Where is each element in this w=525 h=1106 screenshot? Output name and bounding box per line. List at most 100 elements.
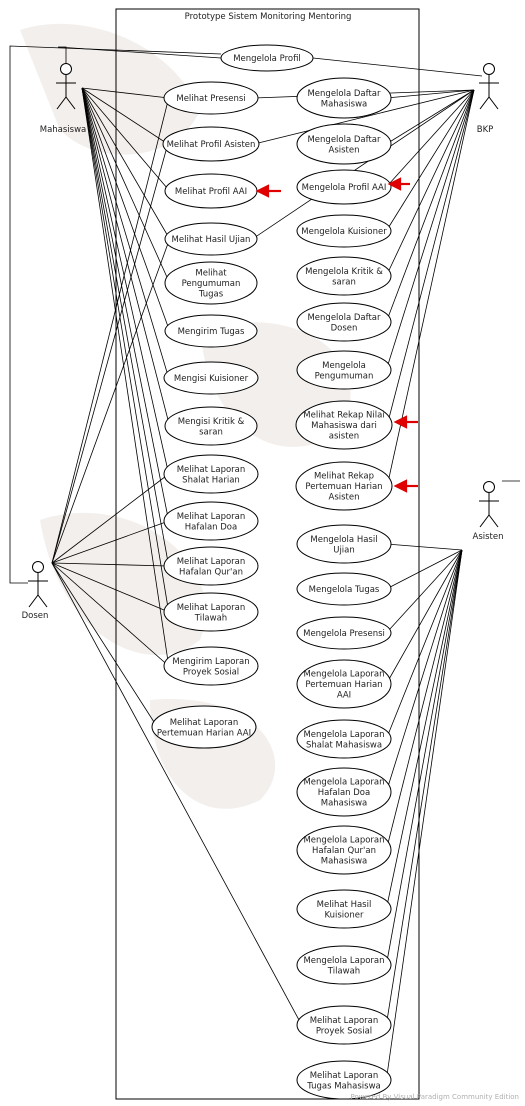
association-bkp-mengelola-kritik-saran	[385, 89, 475, 277]
use-case-ellipse	[296, 889, 392, 929]
association-mahasiswa-melihat-pengumuman-tugas	[81, 87, 170, 284]
use-case-ellipse	[163, 81, 259, 115]
association-mahasiswa-melihat-laporan-shalat	[81, 87, 170, 475]
use-case-melihat-profil-asisten[interactable]: Melihat Profil Asisten	[162, 126, 260, 162]
use-case-label: Mengelola Laporan	[303, 956, 384, 966]
association-mahasiswa-melihat-profil-aai	[81, 87, 170, 192]
actor-head-icon	[60, 63, 72, 75]
use-case-label: Mengelola Kuisioner	[301, 227, 387, 237]
use-case-label: Hafalan Qur'an	[179, 567, 243, 577]
association-mahasiswa-melihat-laporan-tilawah	[81, 87, 170, 613]
association-mahasiswa-mengisi-kuisioner	[81, 87, 170, 379]
use-case-label: Ujian	[333, 545, 355, 555]
use-case-mengelola-presensi[interactable]: Mengelola Presensi	[296, 616, 392, 650]
use-case-label: Mengelola Laporan	[303, 836, 384, 846]
use-case-ellipse	[163, 646, 259, 686]
use-case-label: Mahasiswa	[321, 857, 368, 867]
use-case-label: Mengelola Laporan	[303, 670, 384, 680]
association-dosen-melihat-laporan-proyek-sosial	[51, 562, 303, 1026]
use-case-label: Melihat Profil Asisten	[167, 140, 256, 150]
highlight-arrow-melihat-rekap-pertemuan	[393, 479, 418, 493]
actor-leg-left	[479, 96, 490, 110]
use-case-label: Mengelola Tugas	[309, 585, 380, 595]
association-bkp-mengelola-kuisioner	[385, 89, 475, 232]
use-case-ellipse	[296, 825, 392, 875]
actor-mahasiswa[interactable]: Mahasiswa	[40, 63, 87, 136]
association-mahasiswa-mengirim-laporan-proyek-sosial	[81, 87, 170, 667]
use-case-ellipse	[296, 1005, 392, 1045]
use-case-mengelola-kritik-saran[interactable]: Mengelola Kritik &saran	[296, 256, 392, 296]
association-dosen-melihat-hasil-ujian	[51, 238, 170, 564]
use-case-ellipse	[296, 1060, 392, 1100]
use-case-ellipse	[296, 77, 392, 119]
use-case-label: Pertemuan Harian AAI	[157, 728, 251, 738]
association-asisten-mengelola-laporan-hafalan-quran	[385, 549, 463, 851]
actor-leg-right	[488, 514, 499, 528]
use-case-label: Mengelola Laporan	[303, 730, 384, 740]
system-boundary	[115, 8, 420, 1100]
use-case-label: Mengelola Presensi	[303, 629, 385, 639]
use-case-melihat-profil-aai[interactable]: Melihat Profil AAI	[164, 173, 258, 209]
use-case-mengelola-profil[interactable]: Mengelola Profil	[220, 44, 314, 72]
association-asisten-mengelola-tugas	[386, 549, 463, 590]
association-asisten-melihat-laporan-proyek-sosial	[385, 549, 463, 1026]
use-case-label: Mengelola Profil	[233, 54, 301, 64]
use-case-ellipse	[296, 572, 392, 606]
use-case-mengelola-profil-aai[interactable]: Mengelola Profil AAI	[296, 169, 392, 205]
use-case-label: Tugas	[198, 290, 224, 300]
use-case-mengisi-kritik-saran[interactable]: Mengisi Kritik &saran	[164, 406, 258, 446]
use-case-label: Kuisioner	[324, 910, 364, 920]
use-case-ellipse	[296, 767, 392, 817]
use-case-mengisi-kuisioner[interactable]: Mengisi Kuisioner	[163, 361, 259, 395]
association-asisten-mengelola-laporan-shalat	[385, 549, 463, 740]
use-case-label: Shalat Harian	[182, 475, 240, 485]
association-mahasiswa-mengelola-profil	[57, 46, 222, 68]
use-case-label: Melihat Presensi	[176, 94, 245, 104]
association-dosen-melihat-laporan-pertemuan-aai	[51, 562, 158, 728]
use-case-mengelola-tugas[interactable]: Mengelola Tugas	[296, 572, 392, 606]
use-case-ellipse	[296, 302, 392, 342]
use-case-ellipse	[296, 350, 392, 390]
actor-asisten[interactable]: Asisten	[473, 481, 504, 543]
association-asisten-mengelola-laporan-pertemuan-aai	[385, 549, 463, 685]
use-case-melihat-presensi[interactable]: Melihat Presensi	[163, 81, 259, 115]
use-case-mengirim-tugas[interactable]: Mengirim Tugas	[164, 314, 258, 348]
actor-bkp[interactable]: BKP	[477, 63, 499, 136]
actor-leg-left	[56, 96, 67, 110]
actor-dosen[interactable]: Dosen	[22, 561, 49, 622]
actor-head-icon	[32, 561, 44, 573]
use-case-ellipse	[296, 123, 392, 165]
association-bkp-mengelola-daftar-mahasiswa	[386, 89, 475, 99]
actor-leg-right	[37, 594, 48, 608]
use-case-ellipse	[164, 314, 258, 348]
use-case-ellipse	[296, 659, 392, 709]
use-case-ellipse	[164, 261, 258, 305]
use-case-melihat-hasil-ujian[interactable]: Melihat Hasil Ujian	[164, 222, 258, 256]
use-case-mengelola-kuisioner[interactable]: Mengelola Kuisioner	[296, 214, 392, 248]
use-case-label: AAI	[337, 691, 351, 701]
actor-label: Mahasiswa	[40, 125, 87, 135]
